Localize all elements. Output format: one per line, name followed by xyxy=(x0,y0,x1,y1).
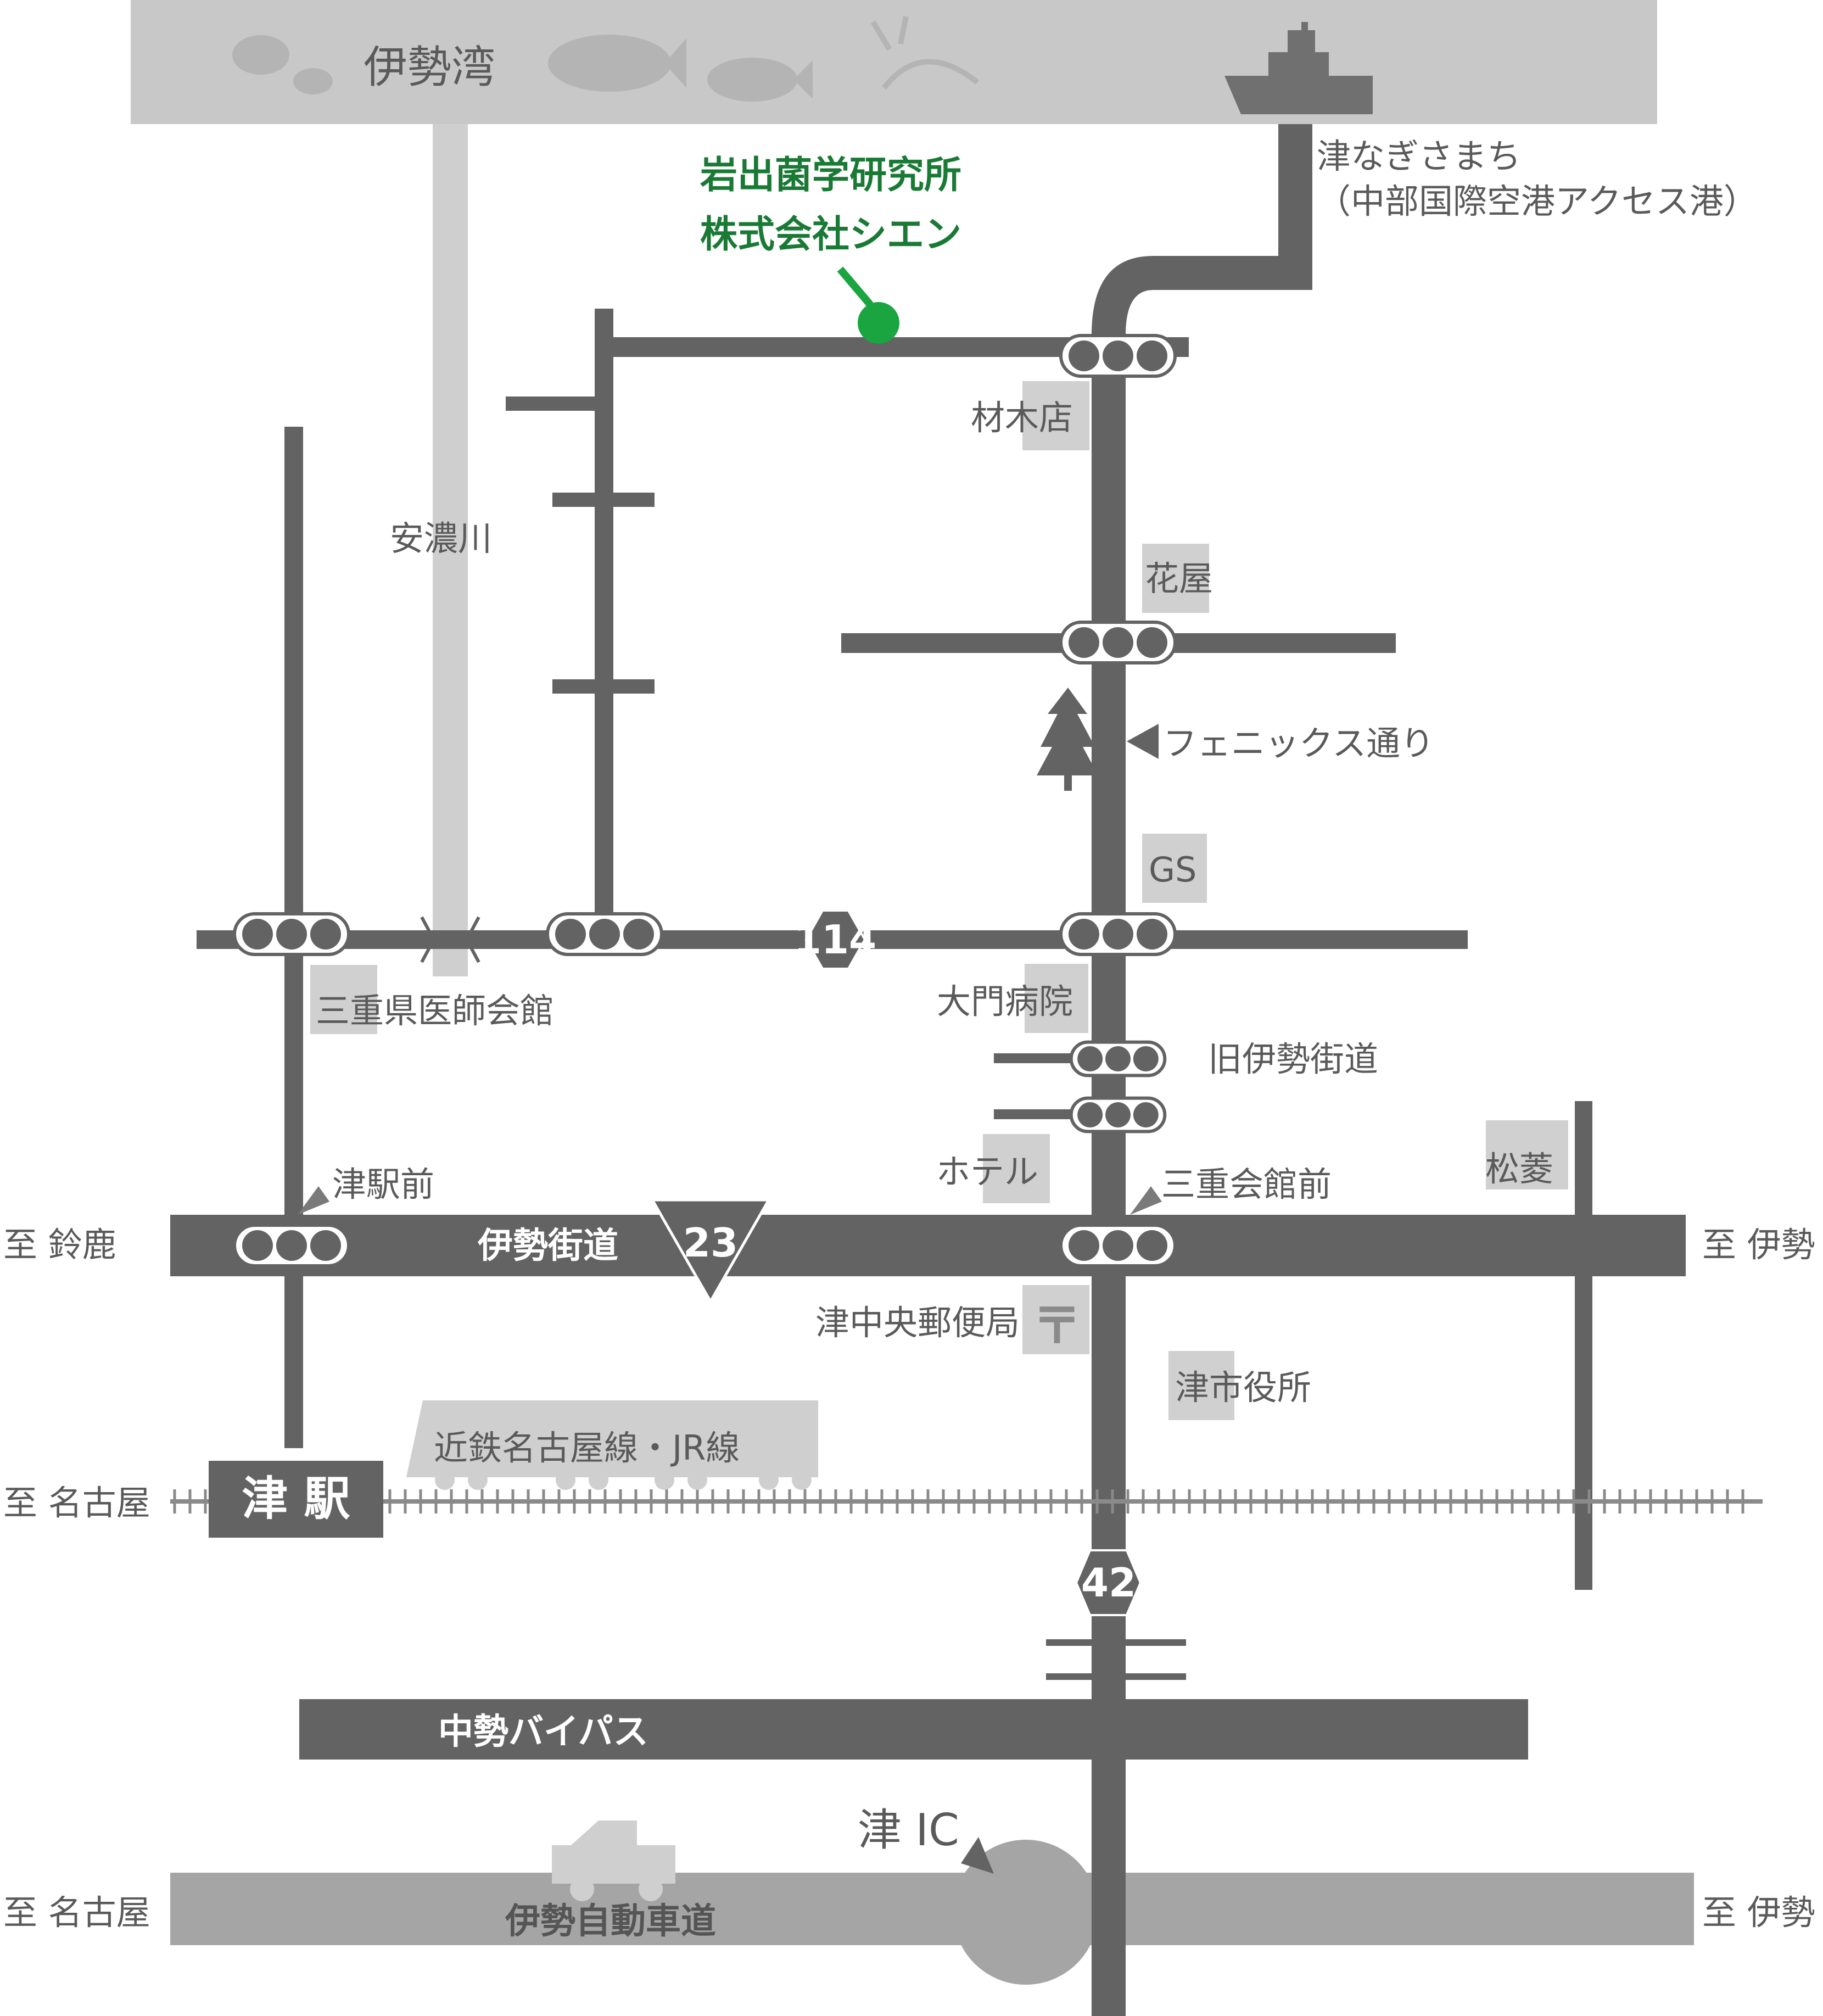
bay-label: 伊勢湾 xyxy=(364,42,495,93)
route-42-shield: 42 xyxy=(1075,1549,1142,1616)
road-network xyxy=(170,124,1686,2016)
ic-loop xyxy=(953,1840,1098,1985)
traffic-light-icon xyxy=(1059,1224,1177,1267)
road-ise-kaido: 伊勢街道 xyxy=(477,1226,618,1266)
label-matsubishi: 松菱 xyxy=(1485,1149,1553,1189)
route-23-shield: 23 xyxy=(650,1198,771,1305)
station-name: 津 駅 xyxy=(242,1472,350,1526)
pointer-icon xyxy=(298,1186,329,1215)
dir-ise-1: 至 伊勢 xyxy=(1702,1225,1815,1265)
label-ic: 津 IC xyxy=(858,1805,959,1856)
road-expressway: 伊勢自動車道 xyxy=(505,1901,716,1942)
route-114-shield: 114 xyxy=(794,909,876,970)
traffic-light-icon xyxy=(1059,621,1177,664)
bay-area xyxy=(131,0,1657,124)
port-sub: （中部国際空港アクセス港） xyxy=(1317,181,1758,221)
label-florist: 花屋 xyxy=(1145,559,1213,599)
company-name-1: 岩出菌学研究所 xyxy=(700,154,961,197)
railway-track xyxy=(170,1489,1763,1514)
company-name-2: 株式会社シエン xyxy=(700,213,961,256)
station-box xyxy=(209,1461,383,1538)
label-station-front: 津駅前 xyxy=(332,1164,434,1204)
label-mie-hall: 三重会館前 xyxy=(1161,1164,1332,1204)
traffic-light-icon xyxy=(546,912,663,956)
label-post-office: 津中央郵便局 xyxy=(815,1303,1020,1343)
traffic-light xyxy=(233,334,1177,1267)
label-old-road: 旧伊勢街道 xyxy=(1208,1039,1378,1079)
label-gs: GS xyxy=(1149,850,1196,890)
label-city-hall: 津市役所 xyxy=(1175,1367,1311,1408)
traffic-light-icon xyxy=(1069,1040,1167,1077)
label-phoenix: フェニックス通り xyxy=(1163,723,1434,763)
landmark-boxes xyxy=(310,381,1568,1420)
dir-nagoya-1: 至 名古屋 xyxy=(3,1483,150,1523)
river-label: 安濃川 xyxy=(390,518,492,559)
traffic-light-icon xyxy=(233,912,350,956)
pointer-icon xyxy=(961,1837,994,1874)
arrow-icon xyxy=(1127,724,1159,759)
label-hotel: ホテル xyxy=(936,1152,1038,1192)
river xyxy=(433,124,468,976)
dir-nagoya-2: 至 名古屋 xyxy=(3,1892,150,1933)
company-pin xyxy=(837,266,899,344)
post-office-icon: 〒 xyxy=(1032,1297,1082,1355)
label-medical: 三重県医師会館 xyxy=(316,991,554,1031)
oyster-icon xyxy=(232,35,333,94)
bridge-icon xyxy=(420,916,480,963)
traffic-light-icon xyxy=(1059,912,1177,956)
traffic-light-icon xyxy=(233,1224,350,1267)
dir-suzuka: 至 鈴鹿 xyxy=(3,1225,116,1265)
ship-icon xyxy=(1224,22,1373,114)
pointer-icon xyxy=(1130,1186,1162,1215)
shrimp-icon xyxy=(870,16,980,90)
label-hospital: 大門病院 xyxy=(937,981,1073,1021)
traffic-light-icon xyxy=(1059,334,1177,378)
expressway xyxy=(170,1873,1694,1945)
road-railway: 近鉄名古屋線・JR線 xyxy=(434,1428,740,1468)
port-name: 津なぎさまち xyxy=(1317,136,1521,176)
svg-text:23: 23 xyxy=(683,1220,738,1266)
palm-tree-icon xyxy=(1037,688,1098,791)
dir-ise-2: 至 伊勢 xyxy=(1702,1892,1815,1933)
label-lumber: 材木店 xyxy=(971,398,1073,438)
traffic-light-icon xyxy=(1069,1096,1167,1133)
train-icon xyxy=(406,1400,818,1490)
svg-text:42: 42 xyxy=(1081,1560,1136,1606)
road-bypass: 中勢バイパス xyxy=(438,1712,648,1752)
fish-icon xyxy=(548,35,813,102)
svg-text:114: 114 xyxy=(794,917,876,963)
truck-icon xyxy=(552,1820,675,1901)
